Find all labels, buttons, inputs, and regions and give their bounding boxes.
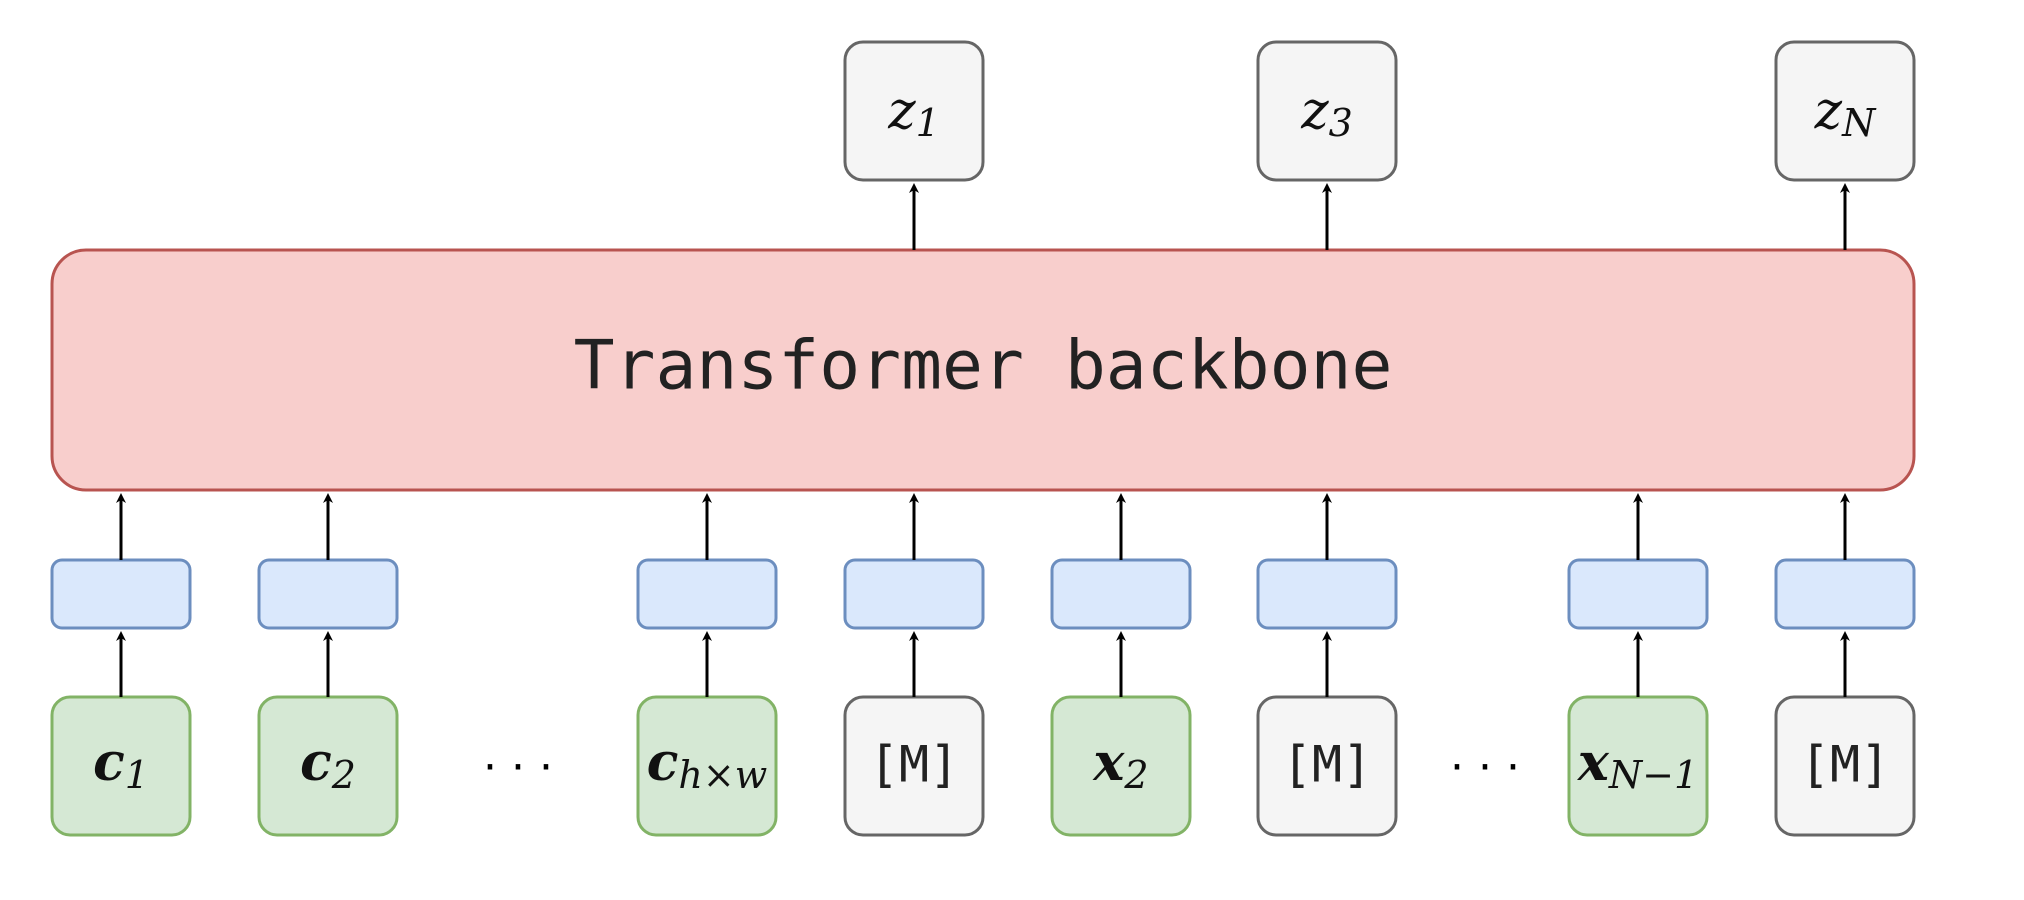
output-token-label: z1 [887, 81, 940, 145]
output-token-box [1256, 40, 1398, 182]
output-token-label-base: z [1814, 81, 1843, 141]
embedding-box-3 [636, 558, 778, 630]
embedding-box-4 [843, 558, 985, 630]
ellipsis-2: · · · [1450, 742, 1520, 793]
ellipses: · · · · · · [483, 742, 1520, 793]
input-token-7: xN−1 [1567, 695, 1709, 837]
input-token-label: c2 [300, 732, 356, 797]
embedding-layer [50, 558, 1916, 630]
ellipsis-1: · · · [483, 742, 553, 793]
input-token-label-base: x [1577, 732, 1610, 793]
mask-token-label: [M] [1800, 736, 1890, 794]
input-token-5: x2 [1050, 695, 1192, 837]
output-token-label: zN [1814, 81, 1877, 145]
input-token-label-subscript: 1 [125, 753, 149, 797]
input-token-3: ch×w [636, 695, 778, 837]
input-token-2: c2 [257, 695, 399, 837]
output-token-label-base: z [887, 81, 916, 141]
output-token-label-subscript: N [1841, 101, 1877, 145]
backbone-box [50, 248, 1916, 492]
input-token-label: xN−1 [1577, 732, 1698, 797]
input-token-8: [M] [1774, 695, 1916, 837]
transformer-backbone: Transformer backbone [50, 248, 1916, 492]
backbone-label: Transformer backbone [574, 327, 1393, 406]
input-token-label: ch×w [647, 732, 768, 797]
input-token-1: c1 [50, 695, 192, 837]
arrows [116, 183, 1850, 697]
input-token-label-base: c [300, 732, 332, 793]
input-token-label-base: x [1092, 732, 1125, 793]
embedding-box-5 [1050, 558, 1192, 630]
output-token-3: zN [1774, 40, 1916, 182]
output-token-1: z1 [843, 40, 985, 182]
output-token-label: z3 [1300, 81, 1353, 145]
input-token-label-base: c [93, 732, 125, 793]
mask-token-label: [M] [869, 736, 959, 794]
output-token-label-subscript: 1 [916, 101, 940, 145]
output-token-box [1774, 40, 1916, 182]
output-token-label-base: z [1300, 81, 1329, 141]
embedding-box-2 [257, 558, 399, 630]
input-token-label-subscript: h×w [678, 753, 767, 797]
input-token-label-subscript: N−1 [1608, 753, 1698, 797]
mask-token-label: [M] [1282, 736, 1372, 794]
input-token-label-subscript: 2 [1123, 753, 1148, 797]
embedding-box-6 [1256, 558, 1398, 630]
input-token-6: [M] [1256, 695, 1398, 837]
output-token-2: z3 [1256, 40, 1398, 182]
input-token-label-base: c [647, 732, 679, 793]
input-token-label: c1 [93, 732, 149, 797]
output-token-box [843, 40, 985, 182]
input-token-4: [M] [843, 695, 985, 837]
embedding-box-8 [1774, 558, 1916, 630]
embedding-box-7 [1567, 558, 1709, 630]
input-token-label: x2 [1092, 732, 1148, 797]
output-token-label-subscript: 3 [1329, 101, 1353, 145]
input-token-label-subscript: 2 [331, 753, 356, 797]
embedding-box-1 [50, 558, 192, 630]
